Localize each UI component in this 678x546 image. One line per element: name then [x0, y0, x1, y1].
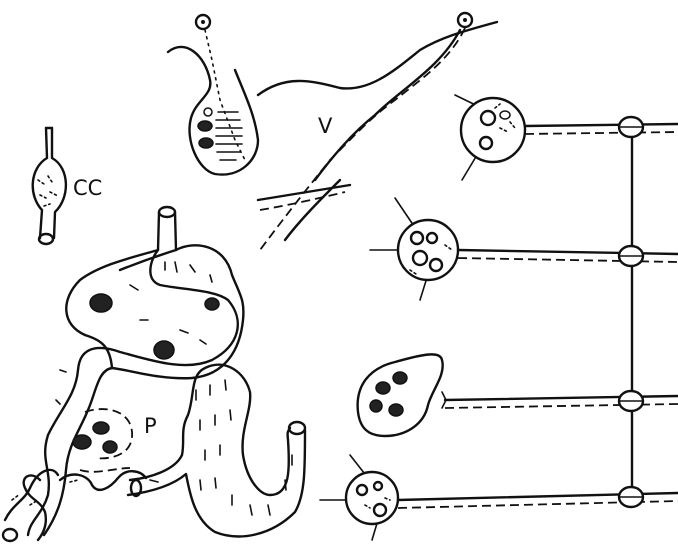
cc-cell — [33, 128, 66, 244]
cell-4 — [320, 455, 678, 540]
cell-3 — [358, 354, 678, 436]
label-p: P — [144, 414, 157, 438]
convoluted-tubule — [3, 207, 243, 541]
label-cc: CC — [73, 176, 102, 200]
cell-1 — [455, 95, 678, 180]
u-tubule — [128, 365, 305, 537]
stalked-structure — [168, 15, 258, 175]
label-v: V — [318, 114, 333, 138]
